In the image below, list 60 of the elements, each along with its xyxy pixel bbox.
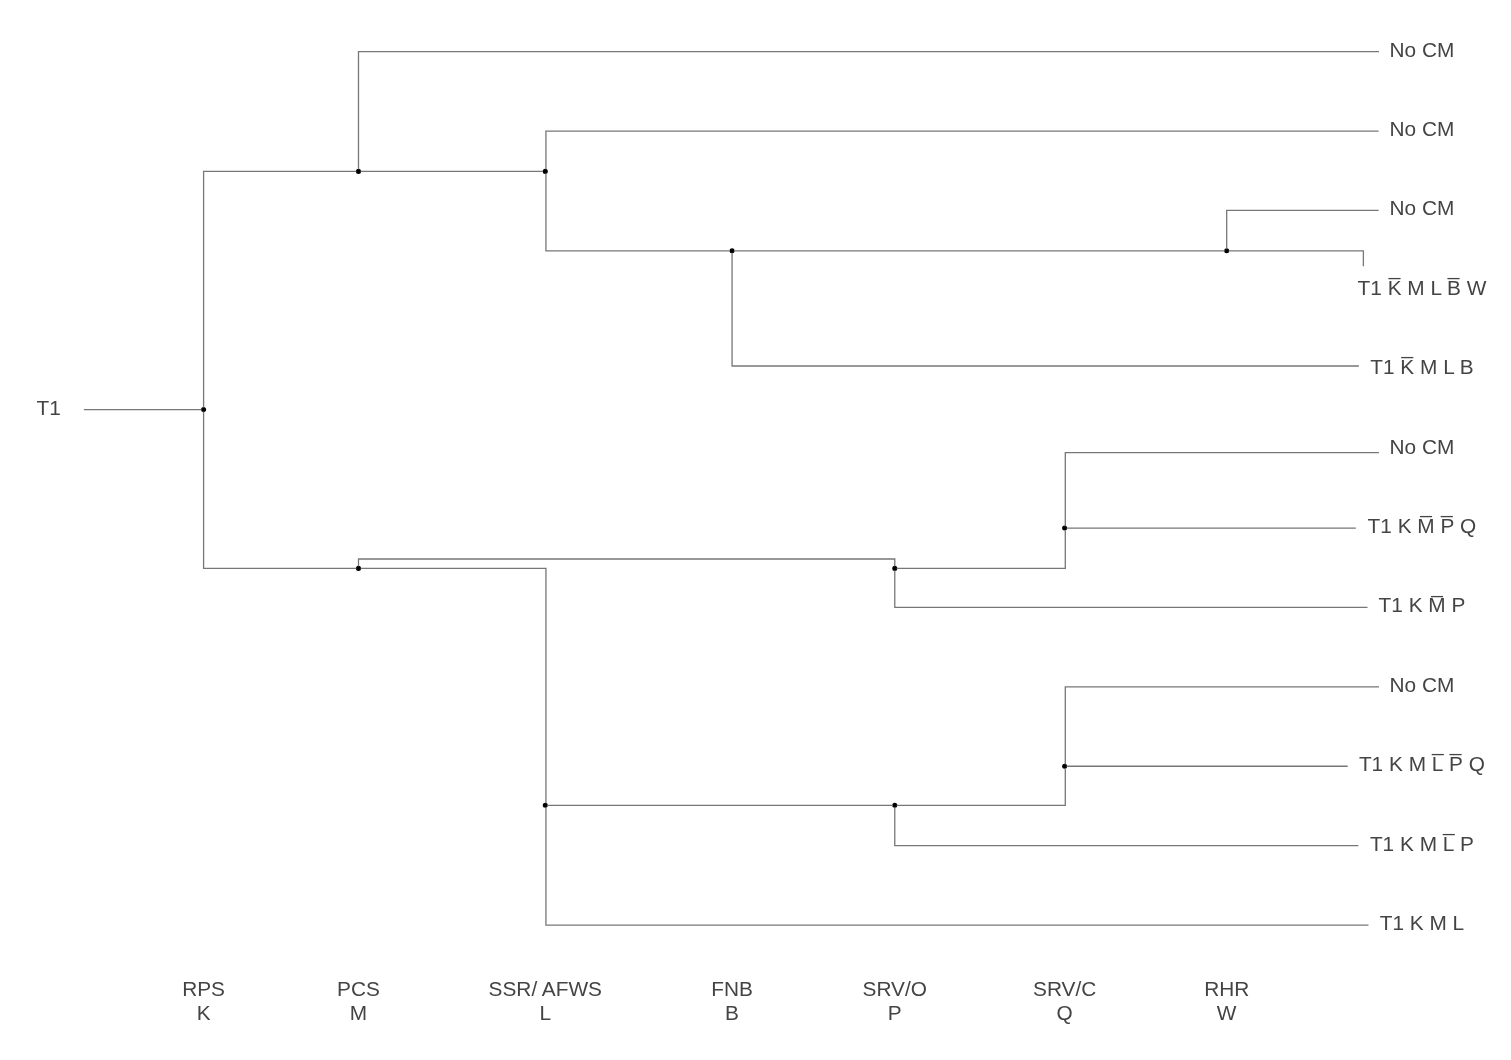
connector: [202, 411, 357, 570]
node-text: T1 K M L: [1379, 911, 1465, 934]
label: RPS: [182, 977, 225, 1001]
connector: [731, 252, 1360, 367]
node-point: [892, 802, 898, 808]
connector: [894, 569, 1369, 609]
node-text: No CM: [1389, 37, 1455, 61]
connector: [1064, 451, 1380, 527]
connector: [202, 170, 357, 409]
connector: [1064, 686, 1380, 765]
connector: [896, 529, 1066, 570]
connector: [357, 558, 896, 567]
connector: [1065, 765, 1349, 767]
label: K: [196, 1000, 211, 1024]
label: Q: [1056, 1000, 1073, 1024]
connector: [359, 567, 547, 804]
node-text: T1 K M̅ P̅ Q: [1367, 513, 1477, 537]
node-text: T1 K M̅ P: [1378, 593, 1466, 617]
node-text: T1: [36, 395, 61, 419]
label: FNB: [711, 977, 753, 1001]
connector: [357, 51, 1380, 170]
node-point: [201, 407, 207, 413]
label: RHR: [1204, 977, 1250, 1001]
node-text: No CM: [1389, 196, 1455, 220]
connector: [733, 250, 1226, 252]
connector: [896, 767, 1066, 806]
node-point: [542, 168, 548, 174]
label: L: [539, 1000, 552, 1024]
connector: [894, 806, 1359, 847]
node-point: [355, 565, 361, 571]
connector: [546, 804, 894, 806]
label: SRV/C: [1033, 977, 1097, 1001]
node-point: [1224, 248, 1230, 254]
node-text: T1 K̅ M L B̅ W: [1357, 275, 1487, 299]
connector: [359, 170, 544, 173]
node-point: [542, 802, 548, 808]
node-text: T1 K̅ M L B: [1370, 355, 1474, 379]
label: PCS: [337, 977, 380, 1001]
node-point: [1062, 763, 1068, 769]
node-text: No CM: [1389, 434, 1455, 458]
connector: [545, 172, 731, 252]
connector: [1226, 209, 1380, 250]
label: SRV/O: [862, 977, 927, 1001]
connector: [545, 130, 1380, 170]
connector: [545, 806, 1370, 926]
label: M: [349, 1000, 368, 1024]
label: B: [725, 1000, 740, 1024]
node-point: [892, 565, 898, 571]
node-text: T1 K M L̅ P: [1369, 831, 1474, 855]
connector: [1065, 527, 1357, 529]
node-point: [729, 248, 735, 254]
node-point: [1062, 525, 1068, 531]
label: SSR/ AFWS: [488, 977, 602, 1001]
connector: [83, 408, 203, 411]
node-text: No CM: [1389, 116, 1455, 140]
node-text: No CM: [1389, 672, 1455, 696]
node-text: T1 K M L̅ P̅ Q: [1358, 752, 1485, 776]
label: P: [887, 1000, 902, 1024]
node-point: [355, 168, 361, 174]
label: W: [1216, 1000, 1237, 1024]
